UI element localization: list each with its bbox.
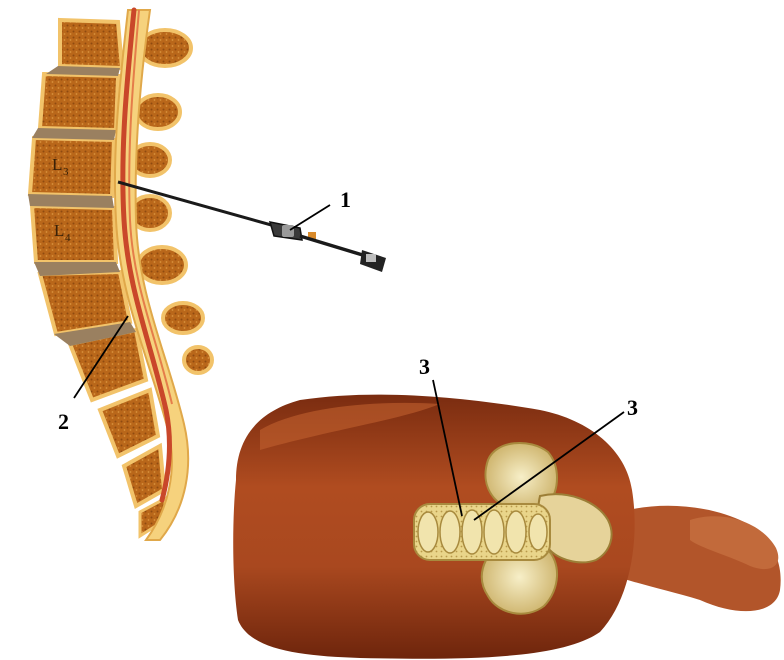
disc <box>28 194 114 208</box>
callout-cord: 2 <box>58 409 69 434</box>
needle-hub-highlight <box>282 225 294 237</box>
vertebra-segment <box>418 512 438 552</box>
callout-vertebrae-right: 3 <box>627 395 638 420</box>
vertebra-segment <box>506 511 526 553</box>
patient-back-view <box>233 395 780 659</box>
vertebra-label-letter: L <box>52 155 62 174</box>
spinous-process <box>138 247 186 283</box>
vertebral-body-l2 <box>40 74 118 130</box>
vertebral-body <box>60 20 122 68</box>
vertebra-segment <box>440 511 460 553</box>
spinous-process <box>163 303 203 333</box>
leader-line-1 <box>290 205 330 230</box>
stylet-shaft <box>300 236 366 256</box>
vertebra-label-number: 4 <box>65 232 71 244</box>
sacral-segment <box>100 390 158 456</box>
spinous-process <box>136 95 180 129</box>
vertebral-body-l3 <box>30 138 114 196</box>
vertebra-segment <box>529 514 547 550</box>
callout-needle: 1 <box>340 187 351 212</box>
vertebra-segment <box>484 510 504 554</box>
vertebra-label-number: 3 <box>63 166 69 178</box>
vertebral-body-l4 <box>32 206 116 262</box>
disc <box>32 128 116 140</box>
vertebra-label-letter: L <box>54 221 64 240</box>
callout-vertebrae-left: 3 <box>419 354 430 379</box>
stylet-cap-highlight <box>366 254 376 262</box>
spinous-process <box>184 347 212 373</box>
spine-sagittal-section: L 3 L 4 <box>28 10 212 540</box>
sacral-segment <box>124 446 164 506</box>
